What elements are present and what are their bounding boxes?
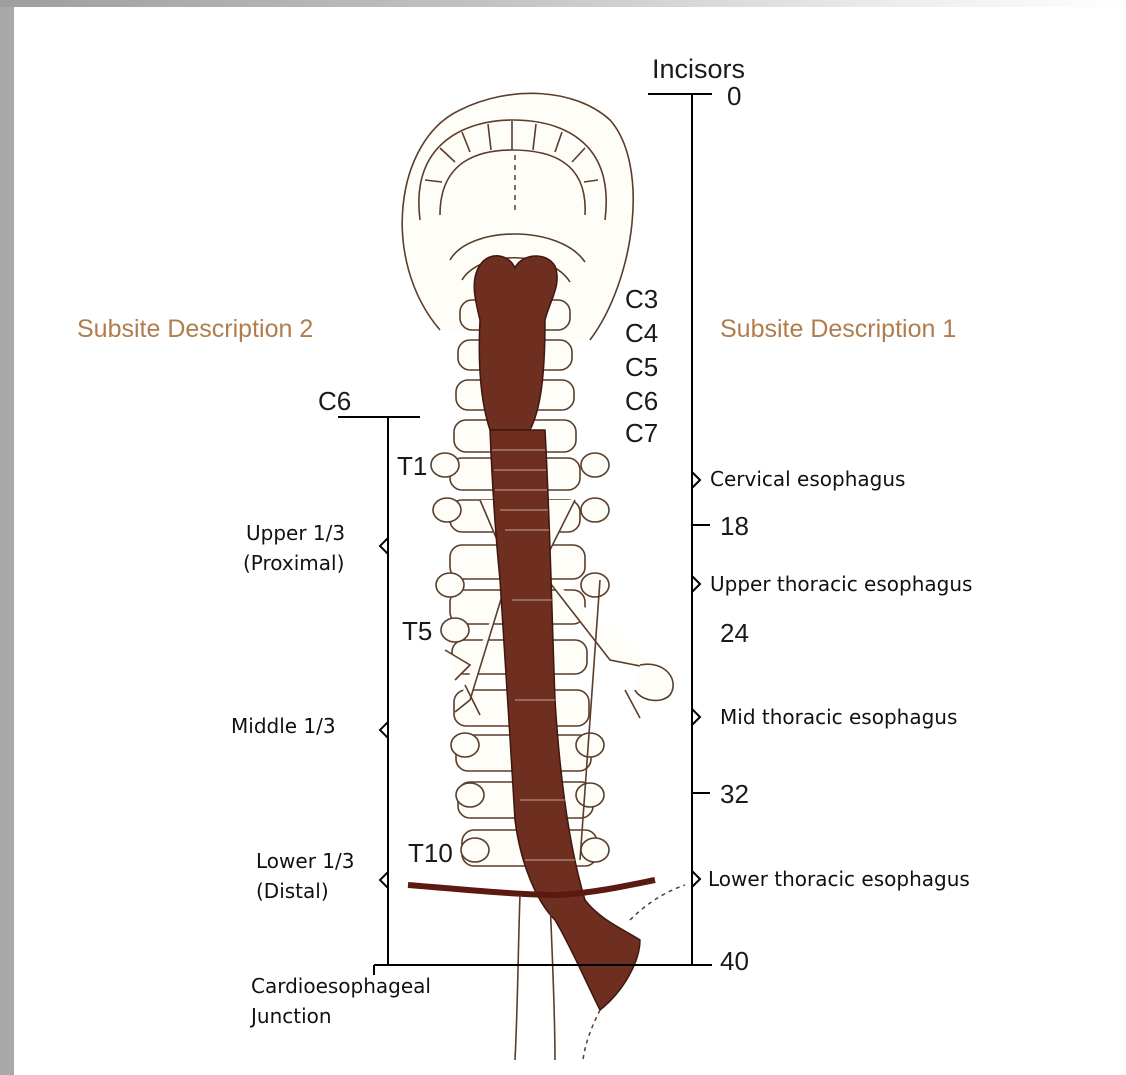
vertebra-t1: T1: [397, 451, 427, 481]
region-cervical: Cervical esophagus: [710, 467, 905, 491]
cardio-junction-line2: Junction: [249, 1004, 332, 1028]
upper-third-line1: Upper 1/3: [246, 521, 345, 545]
region-mid-thoracic: Mid thoracic esophagus: [720, 705, 957, 729]
vertebra-c5: C5: [625, 352, 658, 382]
cardio-junction-line1: Cardioesophageal: [251, 974, 431, 998]
subsite-description-1: Subsite Description 1: [720, 315, 956, 343]
vertebra-c3: C3: [625, 284, 658, 314]
mark-24: 24: [720, 618, 749, 648]
left-scale: [338, 417, 420, 975]
middle-third: Middle 1/3: [231, 714, 336, 738]
anatomy-illustration: [402, 93, 685, 1060]
c6-left-label: C6: [318, 386, 351, 416]
vertebra-c7: C7: [625, 418, 658, 448]
region-upper-thoracic: Upper thoracic esophagus: [710, 572, 972, 596]
mark-18: 18: [720, 511, 749, 541]
lower-third-line1: Lower 1/3: [256, 849, 354, 873]
vertebra-t5: T5: [402, 616, 432, 646]
vertebra-c4: C4: [625, 318, 658, 348]
mark-40: 40: [720, 946, 749, 976]
mark-32: 32: [720, 779, 749, 809]
region-lower-thoracic: Lower thoracic esophagus: [708, 867, 970, 891]
subsite-description-2: Subsite Description 2: [77, 315, 313, 343]
mark-0: 0: [727, 81, 741, 111]
vertebra-t10: T10: [408, 838, 453, 868]
lower-third-line2: (Distal): [256, 879, 329, 903]
incisors-label: Incisors: [652, 54, 745, 84]
vertebra-c6: C6: [625, 386, 658, 416]
upper-third-line2: (Proximal): [243, 551, 344, 575]
